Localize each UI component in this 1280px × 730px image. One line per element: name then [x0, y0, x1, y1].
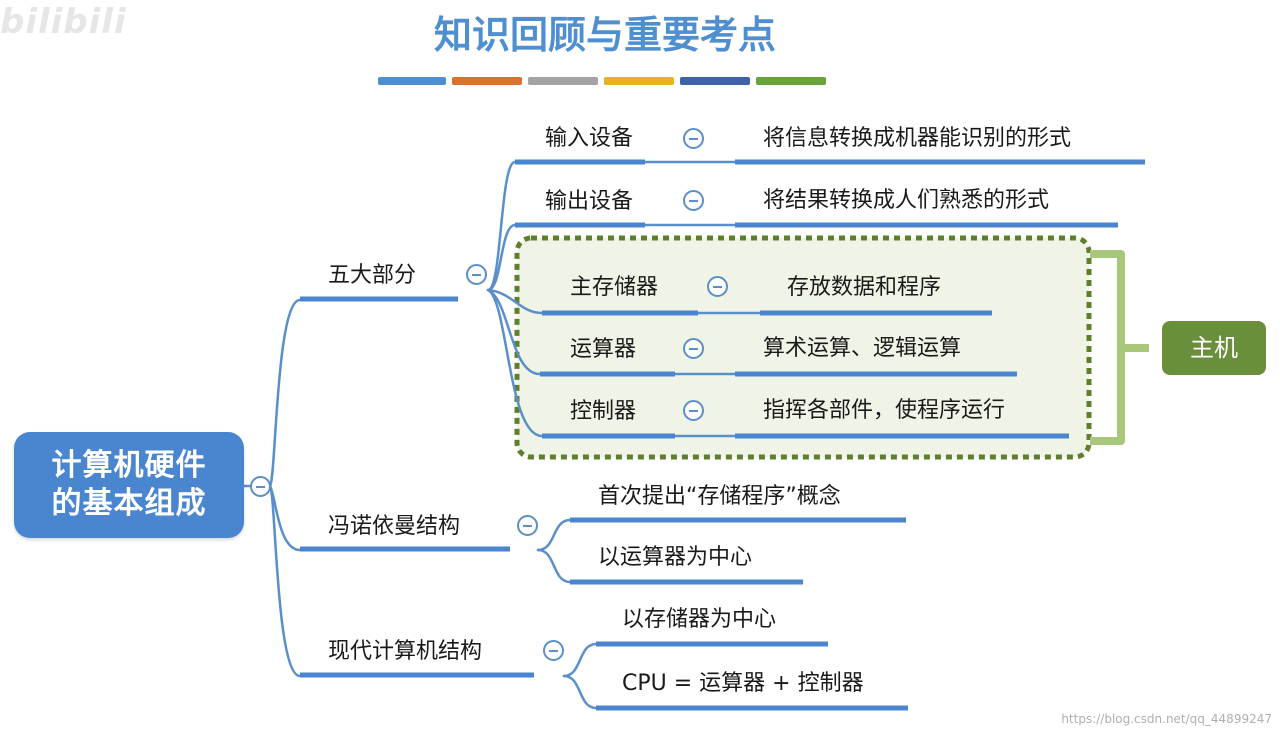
link-five-to-control [486, 288, 544, 438]
link-five-to-output [486, 223, 517, 292]
alu-collapse-toggle[interactable] [683, 338, 704, 359]
root-node-line1: 计算机硬件 [51, 448, 207, 483]
link-vn-item2 [536, 548, 572, 584]
main-memory-collapse-toggle[interactable] [707, 276, 728, 297]
output-device-label[interactable]: 输出设备 [545, 189, 634, 214]
title-stripe-yellow [604, 77, 674, 85]
host-group-frame [514, 235, 1092, 460]
link-five-to-alu [486, 288, 542, 376]
title-stripe-navy [680, 77, 750, 85]
link-to-five-parts [268, 298, 302, 488]
input-device-label[interactable]: 输入设备 [545, 126, 634, 151]
control-unit-desc[interactable]: 指挥各部件，使程序运行 [763, 398, 1006, 423]
branch-label-modern[interactable]: 现代计算机结构 [328, 639, 483, 664]
link-modern-item1 [562, 642, 598, 678]
host-bracket [1090, 250, 1149, 445]
link-five-to-memory [486, 288, 544, 315]
title-stripe-gray [528, 77, 598, 85]
link-modern-item2 [562, 674, 598, 710]
link-five-to-input [486, 160, 517, 292]
branch-label-five-parts[interactable]: 五大部分 [328, 263, 417, 288]
title-stripe-orange [452, 77, 522, 85]
von-neumann-item[interactable]: 首次提出“存储程序”概念 [598, 484, 841, 509]
bilibili-logo: bilibili [0, 2, 127, 42]
source-watermark: https://blog.csdn.net/qq_44899247 [1061, 712, 1272, 726]
von-neumann-item[interactable]: 以运算器为中心 [598, 545, 753, 570]
link-to-modern [268, 484, 302, 678]
branch-label-von-neumann[interactable]: 冯诺依曼结构 [328, 514, 461, 539]
output-device-collapse-toggle[interactable] [683, 190, 704, 211]
host-badge[interactable]: 主机 [1162, 321, 1266, 375]
root-node-line2: 的基本组成 [51, 486, 207, 521]
control-unit-label[interactable]: 控制器 [570, 399, 637, 424]
root-collapse-toggle[interactable] [250, 476, 271, 497]
main-memory-label[interactable]: 主存储器 [570, 275, 659, 300]
input-device-collapse-toggle[interactable] [683, 128, 704, 149]
control-unit-collapse-toggle[interactable] [683, 400, 704, 421]
output-device-desc[interactable]: 将结果转换成人们熟悉的形式 [763, 188, 1050, 213]
link-vn-item1 [536, 518, 572, 552]
alu-desc[interactable]: 算术运算、逻辑运算 [763, 336, 962, 361]
alu-label[interactable]: 运算器 [570, 337, 637, 362]
modern-collapse-toggle[interactable] [543, 640, 564, 661]
root-node[interactable]: 计算机硬件 的基本组成 [14, 432, 244, 538]
modern-item[interactable]: 以存储器为中心 [622, 607, 777, 632]
von-neumann-collapse-toggle[interactable] [517, 515, 538, 536]
main-memory-desc[interactable]: 存放数据和程序 [787, 275, 942, 300]
title-stripe-blue [378, 77, 446, 85]
page-title: 知识回顾与重要考点 [433, 13, 776, 57]
title-stripe-green [756, 77, 826, 85]
input-device-desc[interactable]: 将信息转换成机器能识别的形式 [763, 126, 1072, 151]
modern-item[interactable]: CPU = 运算器 + 控制器 [622, 671, 864, 696]
five-parts-collapse-toggle[interactable] [466, 264, 487, 285]
